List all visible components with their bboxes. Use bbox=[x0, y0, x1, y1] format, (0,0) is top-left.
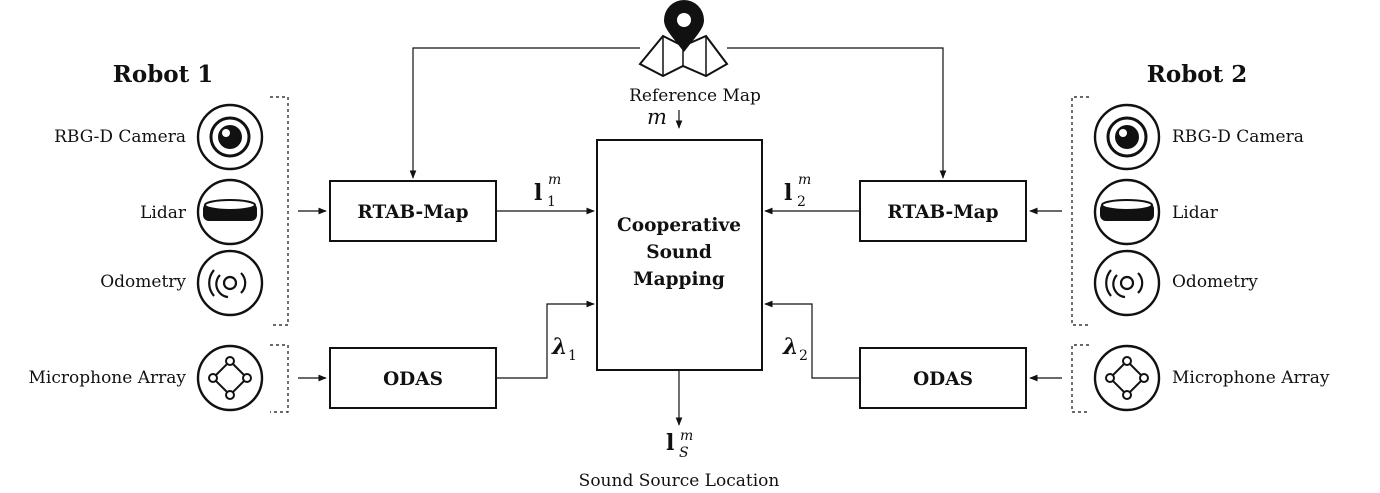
svg-text:2: 2 bbox=[797, 194, 806, 210]
svg-text:m: m bbox=[680, 428, 693, 444]
robot2-sensor-odometry-label: Odometry bbox=[1172, 272, 1258, 292]
svg-text:l: l bbox=[784, 180, 792, 206]
svg-text:1: 1 bbox=[568, 348, 577, 364]
robot1-title: Robot 1 bbox=[113, 61, 214, 88]
robot1-sensor-odometry-label: Odometry bbox=[100, 272, 186, 292]
robot1-mic-bracket bbox=[270, 344, 289, 413]
microphone-array-icon bbox=[1093, 344, 1161, 412]
odas-label-robot2: ODAS bbox=[913, 369, 973, 390]
reference-map-symbol: m bbox=[647, 105, 667, 129]
svg-text:S: S bbox=[679, 445, 689, 461]
svg-text:1: 1 bbox=[547, 194, 556, 210]
robot1-sensor-bracket bbox=[270, 96, 289, 326]
odometry-icon bbox=[196, 249, 264, 317]
rtab-map-label-robot1: RTAB-Map bbox=[357, 202, 468, 223]
robot1-sensor-camera-label: RBG-D Camera bbox=[54, 127, 186, 147]
reference-map-label: Reference Map bbox=[629, 86, 761, 106]
svg-text:m: m bbox=[548, 172, 561, 188]
odas-box-robot1 bbox=[329, 347, 497, 409]
svg-text:l: l bbox=[666, 430, 674, 456]
robot2-sensor-lidar-label: Lidar bbox=[1172, 203, 1219, 223]
robot1-sensor-lidar-label: Lidar bbox=[140, 203, 187, 223]
center-line2: Sound bbox=[646, 242, 712, 263]
svg-text:2: 2 bbox=[799, 348, 808, 364]
odas1-to-center-arrow bbox=[496, 300, 595, 379]
svg-text:λ: λ bbox=[782, 334, 798, 360]
signal-l1: l m 1 bbox=[534, 172, 561, 210]
robot2-mic-bracket bbox=[1071, 344, 1089, 413]
rtab-map-box-robot2 bbox=[859, 180, 1027, 242]
signal-l2: l m 2 bbox=[784, 172, 811, 210]
map-to-rtab2-arrow bbox=[727, 47, 947, 179]
map-pin-icon bbox=[638, 0, 729, 78]
robot1-mic-label: Microphone Array bbox=[29, 368, 187, 388]
rtab-map-box-robot1 bbox=[329, 180, 497, 242]
signal-lambda2: λ 2 bbox=[782, 334, 808, 364]
robot2-title: Robot 2 bbox=[1147, 61, 1248, 88]
odometry-icon bbox=[1093, 249, 1161, 317]
output-label: Sound Source Location bbox=[579, 471, 780, 491]
lidar-icon bbox=[196, 178, 264, 246]
rtab-map-label-robot2: RTAB-Map bbox=[887, 202, 998, 223]
robot2-sensor-camera-label: RBG-D Camera bbox=[1172, 127, 1304, 147]
robot2-sensor-bracket bbox=[1071, 96, 1089, 326]
microphone-array-icon bbox=[196, 344, 264, 412]
lidar-icon bbox=[1093, 178, 1161, 246]
signal-lambda1: λ 1 bbox=[551, 334, 577, 364]
svg-text:λ: λ bbox=[551, 334, 567, 360]
map-to-rtab1-arrow bbox=[409, 47, 640, 179]
camera-lens-icon bbox=[196, 103, 264, 171]
svg-text:m: m bbox=[798, 172, 811, 188]
odas2-to-center-arrow bbox=[764, 300, 860, 379]
camera-lens-icon bbox=[1093, 103, 1161, 171]
svg-text:l: l bbox=[534, 180, 542, 206]
cooperative-sound-mapping-box bbox=[596, 139, 763, 371]
center-line3: Mapping bbox=[633, 269, 725, 290]
odas-label-robot1: ODAS bbox=[383, 369, 443, 390]
robot2-mic-label: Microphone Array bbox=[1172, 368, 1330, 388]
odas-box-robot2 bbox=[859, 347, 1027, 409]
signal-ls: l m S bbox=[666, 428, 693, 461]
center-line1: Cooperative bbox=[617, 215, 741, 236]
